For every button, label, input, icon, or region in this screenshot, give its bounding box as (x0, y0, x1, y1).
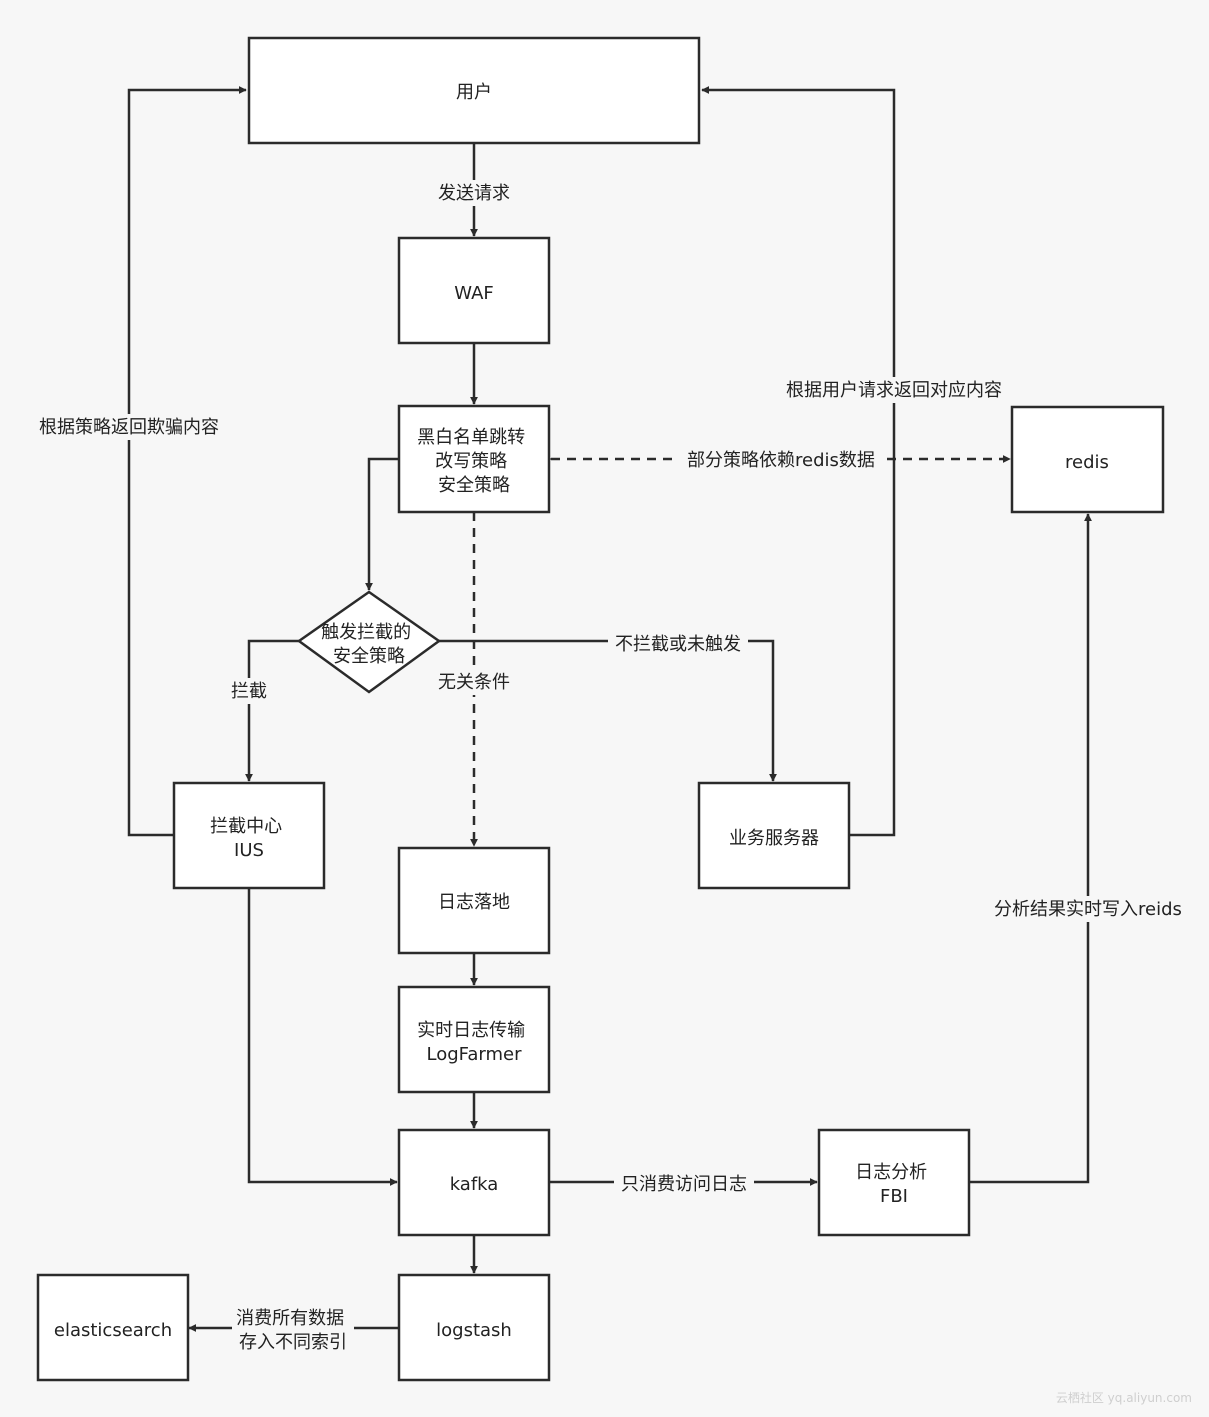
svg-text:elasticsearch: elasticsearch (54, 1320, 172, 1341)
edge-fbi-to-redis (969, 513, 1092, 1184)
node-elasticsearch: elasticsearch (36, 1273, 190, 1382)
node-policy-line-2: 改写策略 (435, 451, 507, 472)
node-user: 用户 (247, 36, 701, 145)
edge-label-consume-access: 只消费访问日志 (614, 1171, 754, 1197)
node-business-line-1: 业务服务器 (729, 828, 819, 849)
edge-intercept-to-kafka (247, 888, 398, 1186)
edge-label-write-redis-text: 分析结果实时写入reids (994, 899, 1182, 920)
svg-text:用户: 用户 (456, 82, 492, 103)
edge-label-intercept-text: 拦截 (231, 681, 267, 702)
svg-text:只消费访问日志: 只消费访问日志 (621, 1174, 747, 1195)
nodes: 用户 WAF 黑白名单跳转 改写策略 安全策略 触发拦截的 安全策略 (36, 36, 1165, 1382)
edge-decision-to-intercept (245, 639, 299, 782)
svg-text:黑白名单跳转 改写策略 安全: 黑白名单跳转 改写策略 安全策略 (417, 427, 531, 496)
edge-label-intercept: 拦截 (227, 678, 271, 704)
node-logland-line-1: 日志落地 (438, 892, 510, 913)
edge-labels: 发送请求 根据策略返回欺骗内容 根据用户请求返回对应内容 部分策略依赖redis… (30, 180, 1191, 1356)
edge-label-consume-all-line-1: 消费所有数据 (236, 1308, 344, 1329)
node-logstash-line-1: logstash (436, 1320, 512, 1341)
svg-text:不拦截或未触发: 不拦截或未触发 (615, 634, 741, 655)
node-kafka: kafka (397, 1128, 551, 1237)
edge-label-consume-access-text: 只消费访问日志 (621, 1174, 747, 1195)
node-policy: 黑白名单跳转 改写策略 安全策略 (397, 404, 551, 514)
node-fbi: 日志分析 FBI (817, 1128, 971, 1237)
svg-text:发送请求: 发送请求 (438, 183, 510, 204)
svg-text:消费所有数据 存入不同索引: 消费所有数据 存入不同索引 (236, 1308, 350, 1353)
node-intercept-center: 拦截中心 IUS (172, 781, 326, 890)
edge-policy-to-decision (365, 457, 399, 591)
edge-label-return-fraud-text: 根据策略返回欺骗内容 (39, 417, 219, 438)
edge-label-write-redis: 分析结果实时写入reids (985, 896, 1191, 922)
edge-label-unrelated: 无关条件 (433, 669, 515, 695)
edge-intercept-to-user (127, 86, 247, 837)
node-redis: redis (1010, 405, 1165, 514)
edge-label-unrelated-text: 无关条件 (438, 672, 510, 693)
node-fbi-line-1: 日志分析 (855, 1162, 927, 1183)
svg-text:分析结果实时写入reids: 分析结果实时写入reids (994, 899, 1182, 920)
node-kafka-line-1: kafka (450, 1174, 499, 1195)
node-policy-line-3: 安全策略 (438, 475, 510, 496)
watermark-text: 云栖社区 yq.aliyun.com (1056, 1390, 1192, 1405)
node-fbi-line-2: FBI (880, 1186, 908, 1207)
node-business-server: 业务服务器 (697, 781, 851, 890)
node-logstash: logstash (397, 1273, 551, 1382)
svg-text:日志落地: 日志落地 (438, 892, 510, 913)
node-waf-line-1: WAF (454, 283, 493, 304)
svg-text:redis: redis (1065, 452, 1109, 473)
node-intercept-line-2: IUS (234, 840, 264, 861)
svg-text:触发拦截的 安全策略: 触发拦截的 安全策略 (321, 622, 417, 667)
svg-text:根据用户请求返回对应内容: 根据用户请求返回对应内容 (786, 380, 1002, 401)
edge-label-not-intercept: 不拦截或未触发 (608, 631, 748, 657)
node-decision-line-1: 触发拦截的 (321, 622, 411, 643)
node-logfarmer-line-2: LogFarmer (427, 1044, 523, 1065)
node-logfarmer: 实时日志传输 LogFarmer (397, 985, 551, 1094)
edge-decision-to-business (439, 639, 777, 782)
edge-label-consume-all-line-2: 存入不同索引 (239, 1332, 347, 1353)
edge-label-return-content: 根据用户请求返回对应内容 (776, 377, 1012, 403)
svg-text:根据策略返回欺骗内容: 根据策略返回欺骗内容 (39, 417, 219, 438)
node-log-landing: 日志落地 (397, 846, 551, 955)
svg-text:WAF: WAF (454, 283, 493, 304)
node-elasticsearch-line-1: elasticsearch (54, 1320, 172, 1341)
edges (127, 86, 1092, 1332)
node-decision: 触发拦截的 安全策略 (296, 590, 442, 694)
node-waf: WAF (397, 236, 551, 345)
svg-text:拦截中心 IUS: 拦截中心 IUS (210, 816, 288, 861)
node-redis-line-1: redis (1065, 452, 1109, 473)
node-intercept-line-1: 拦截中心 (210, 816, 282, 837)
edge-label-redis-dependency-text: 部分策略依赖redis数据 (687, 450, 875, 471)
svg-text:无关条件: 无关条件 (438, 672, 510, 693)
node-logfarmer-line-1: 实时日志传输 (417, 1020, 525, 1041)
node-policy-line-1: 黑白名单跳转 (417, 427, 525, 448)
edge-label-return-fraud: 根据策略返回欺骗内容 (30, 414, 228, 440)
node-decision-line-2: 安全策略 (333, 646, 405, 667)
svg-text:日志分析 FBI: 日志分析 FBI (855, 1162, 933, 1207)
svg-text:业务服务器: 业务服务器 (729, 828, 819, 849)
edge-label-send-request: 发送请求 (433, 180, 515, 206)
svg-text:实时日志传输 LogFarmer: 实时日志传输 LogFarmer (417, 1020, 531, 1065)
svg-text:拦截: 拦截 (231, 681, 267, 702)
edge-label-redis-dependency: 部分策略依赖redis数据 (678, 447, 884, 473)
svg-text:部分策略依赖redis数据: 部分策略依赖redis数据 (687, 450, 875, 471)
edge-label-send-request-text: 发送请求 (438, 183, 510, 204)
svg-text:logstash: logstash (436, 1320, 512, 1341)
edge-label-not-intercept-text: 不拦截或未触发 (615, 634, 741, 655)
edge-label-return-content-text: 根据用户请求返回对应内容 (786, 380, 1002, 401)
svg-text:kafka: kafka (450, 1174, 499, 1195)
edge-label-consume-all: 消费所有数据 存入不同索引 (232, 1304, 354, 1356)
node-user-line-1: 用户 (456, 82, 492, 103)
